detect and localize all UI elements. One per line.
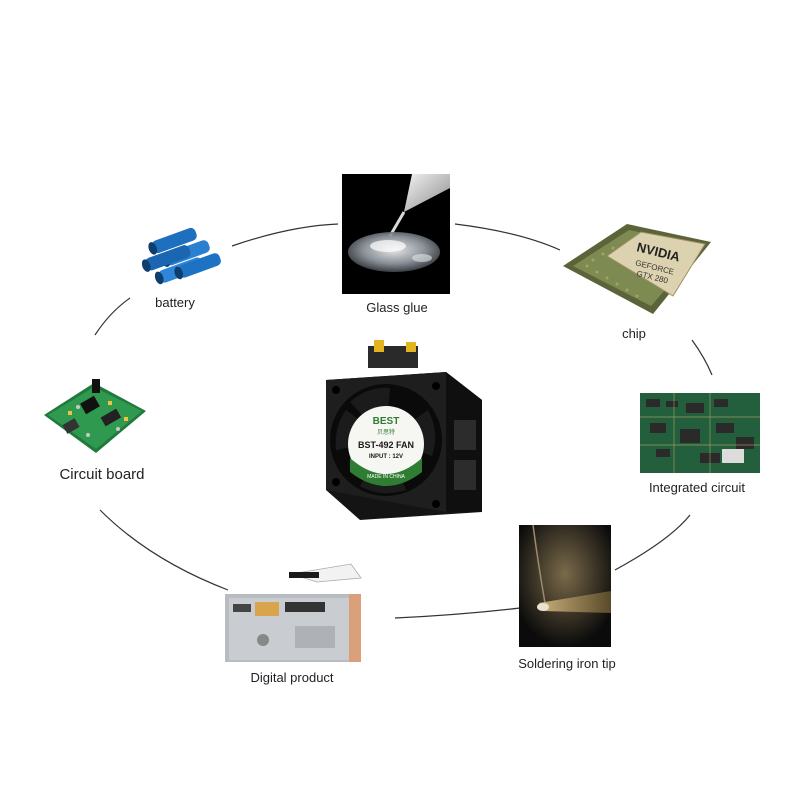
fan-origin-text: MADE IN CHINA xyxy=(367,474,405,480)
glass-glue-label: Glass glue xyxy=(366,300,428,315)
fan-brand-cn-text: 贝思特 xyxy=(377,428,395,436)
digital-product-image xyxy=(225,560,363,662)
soldering-iron-tip-label: Soldering iron tip xyxy=(518,656,616,671)
battery-label: battery xyxy=(155,295,195,310)
glass-glue-image xyxy=(342,174,450,294)
fan-model-text: BST-492 FAN xyxy=(358,440,414,450)
circuit-board-label: Circuit board xyxy=(59,466,145,483)
fan-brand-text: BEST xyxy=(373,416,400,427)
digital-product-label: Digital product xyxy=(250,670,334,685)
product-fan: BEST 贝思特 BST-492 FAN INPUT : 12V MADE IN… xyxy=(320,340,488,522)
soldering-iron-image xyxy=(519,525,611,647)
battery-image xyxy=(135,225,225,287)
chip-label: chip xyxy=(622,326,646,341)
fan-input-text: INPUT : 12V xyxy=(369,454,403,460)
circuit-board-image xyxy=(38,377,150,459)
fan-image: BEST 贝思特 BST-492 FAN INPUT : 12V MADE IN… xyxy=(326,340,482,520)
chip-image: NVIDIA GEFORCE GTX 280 xyxy=(557,222,715,318)
integrated-circuit-image xyxy=(640,393,760,473)
integrated-circuit-label: Integrated circuit xyxy=(648,480,746,495)
